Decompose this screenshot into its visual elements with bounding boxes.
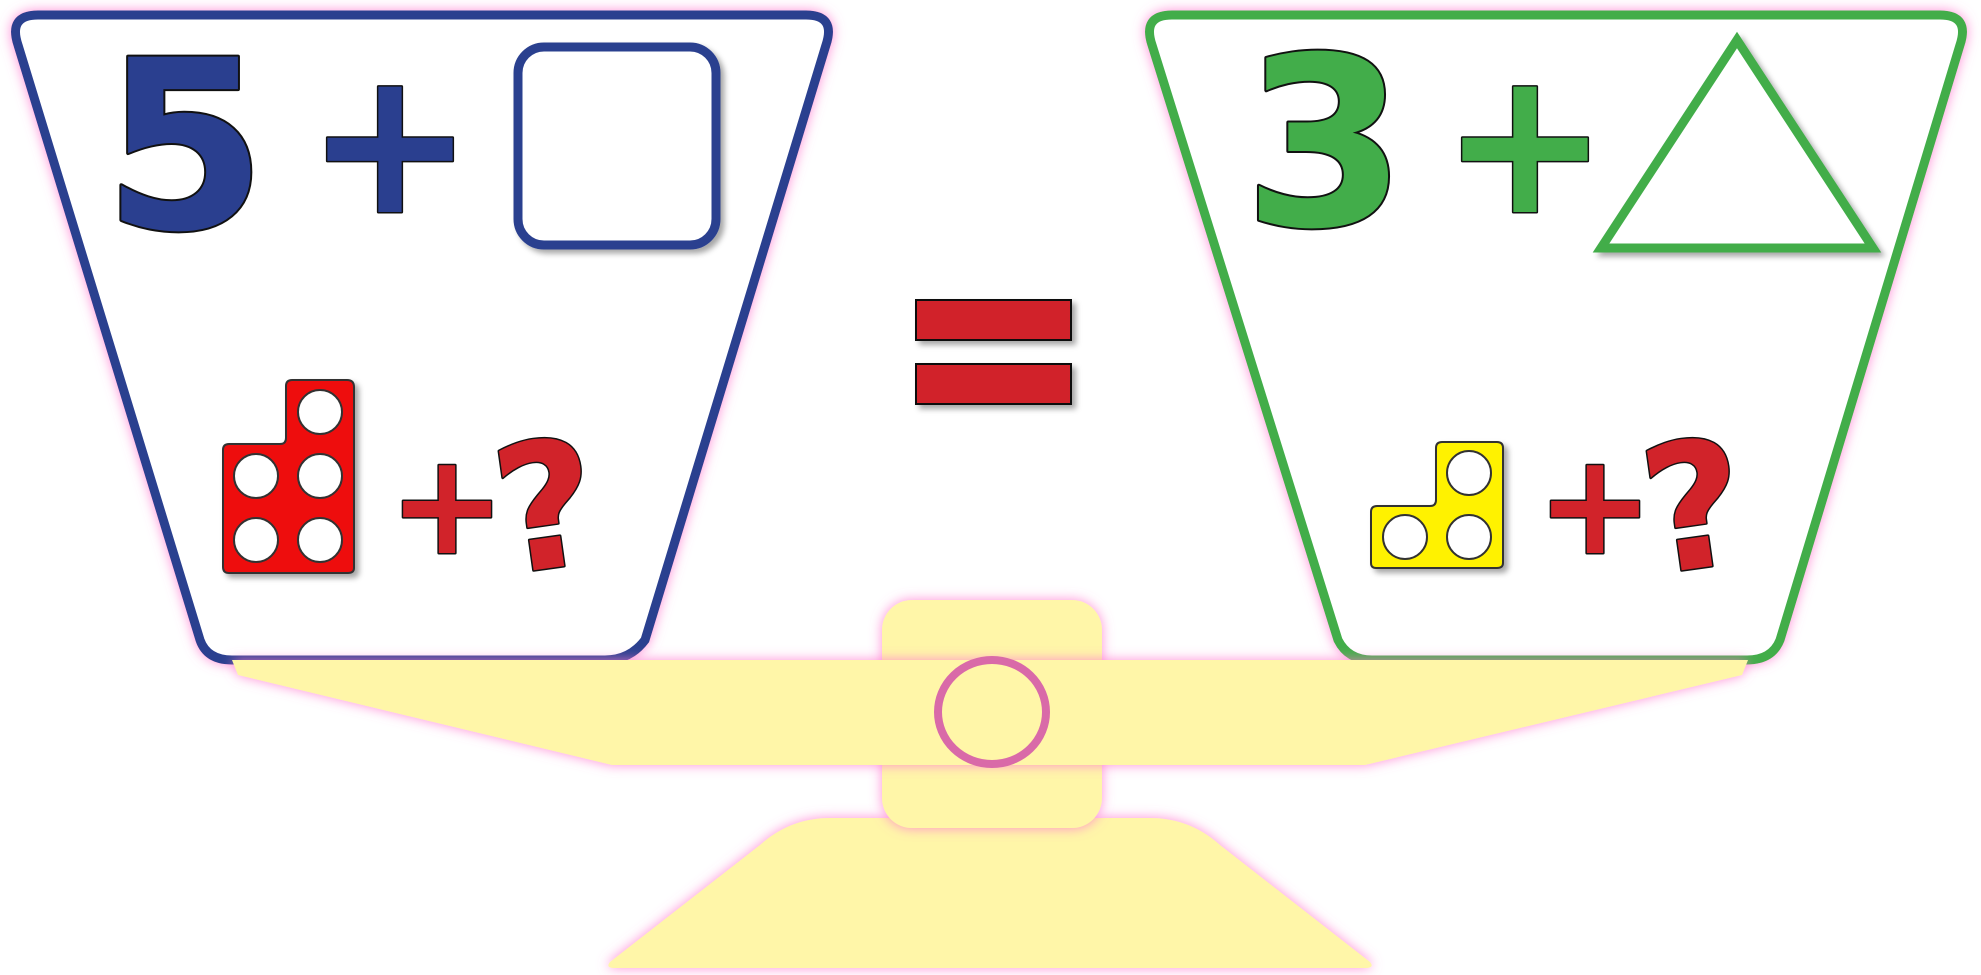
scale-base [608,818,1371,968]
square-outline-icon [518,47,716,245]
right-number: 3 [1243,8,1407,281]
left-number: 5 [103,11,267,284]
right-plus: + [1441,27,1609,260]
equals-sign [916,300,1071,404]
scale-pivot [938,660,1046,764]
left-plus: + [306,27,474,260]
